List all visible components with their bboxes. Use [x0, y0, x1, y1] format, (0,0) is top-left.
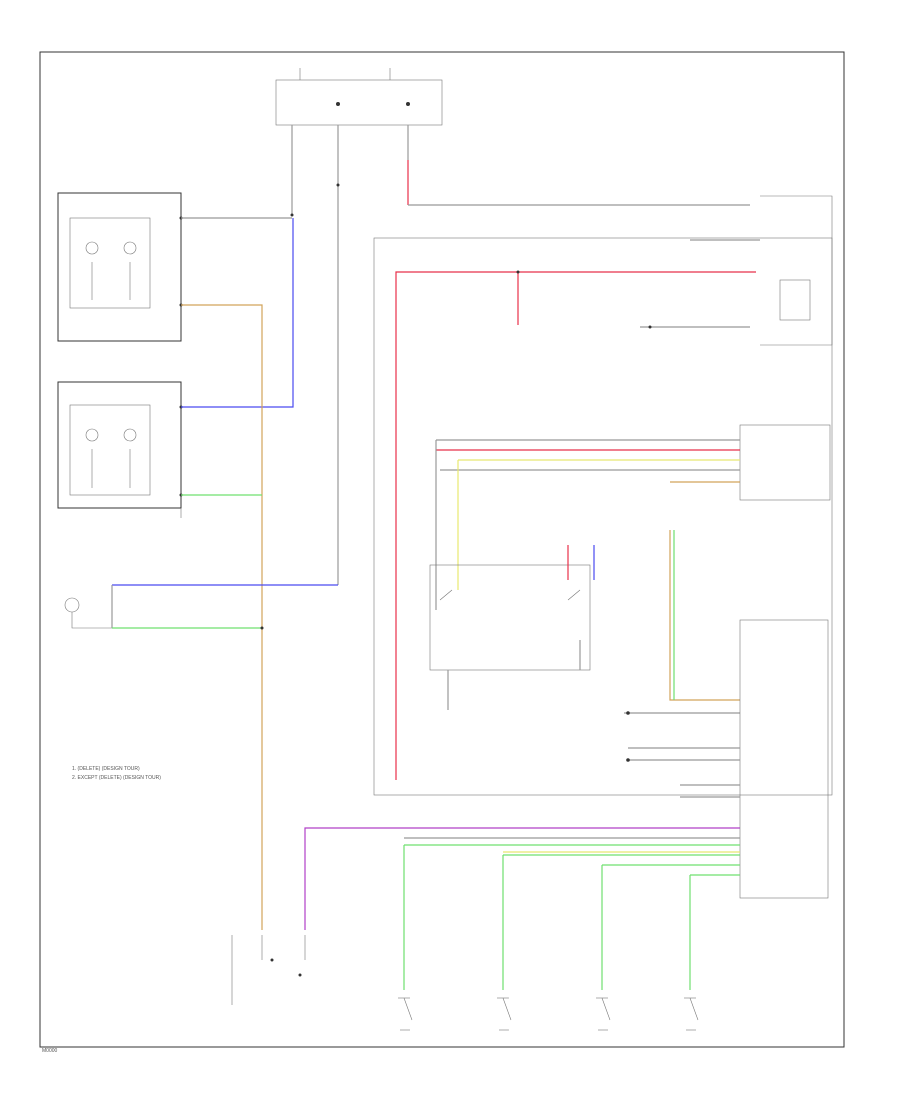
front-personal-light — [57, 381, 182, 509]
door-switch-front-right — [398, 997, 413, 1031]
wire-blue-left — [181, 218, 294, 408]
footer-code: M0000 — [42, 1048, 58, 1054]
note-2: 2. EXCEPT (DELETE) (DESIGN TOUR) — [72, 775, 161, 781]
door-switch-trunk — [596, 997, 611, 1031]
warning-buzzer-unit — [739, 424, 831, 501]
wire-red-main — [395, 271, 756, 780]
door-switch-front-left — [231, 935, 306, 1005]
lamp-icon — [64, 597, 80, 613]
interior-relay — [429, 564, 591, 671]
combination-meter — [739, 619, 829, 899]
door-switch-right-rear — [684, 997, 699, 1031]
door-switch-left-rear — [497, 997, 512, 1031]
diagram-frame — [39, 51, 845, 1048]
fuse-box — [275, 79, 443, 126]
body-control-frame — [373, 237, 833, 796]
wire-olive-vertical — [669, 530, 740, 701]
wire-orange-main — [181, 304, 263, 930]
dome-light — [57, 192, 182, 342]
note-1: 1. (DELETE) (DESIGN TOUR) — [72, 766, 140, 772]
wire-purple-bus — [304, 827, 740, 930]
